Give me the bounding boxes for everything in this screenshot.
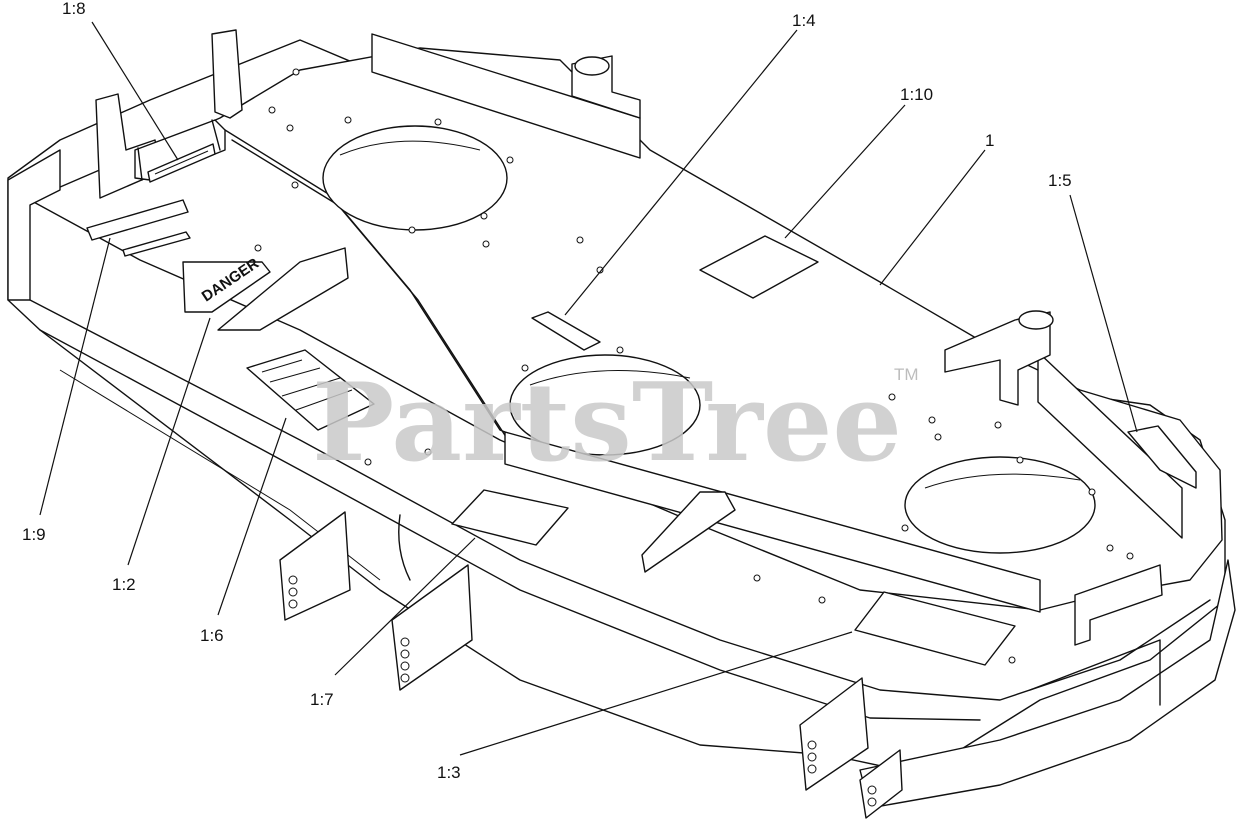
decal-1-7 [451,489,569,546]
leader-1-3 [459,631,853,756]
leader-1-4 [564,29,798,316]
decal-1-4 [531,311,601,351]
leader-1-9 [39,237,111,516]
leader-1-5 [1069,194,1138,433]
callout-1-3: 1:3 [437,763,461,782]
callout-1-9: 1:9 [22,525,46,544]
callout-1: 1 [985,131,994,150]
leader-1-7 [334,537,476,676]
callout-1-6: 1:6 [200,626,224,645]
callout-1-8: 1:8 [62,0,86,18]
callout-1-4: 1:4 [792,11,816,30]
callout-1-5: 1:5 [1048,171,1072,190]
decal-1-2-danger [182,261,271,313]
decal-1-9 [86,199,189,241]
callout-1-2: 1:2 [112,575,136,594]
leader-1-2 [127,317,211,566]
watermark-trademark: TM [894,365,919,384]
watermark-brand: PartsTree [312,360,902,486]
decal-1-5 [1127,425,1197,489]
decals: DANGER [86,143,1197,666]
decal-1-10 [699,235,819,299]
callout-leaders [39,21,1138,756]
leader-1-10 [784,104,906,239]
leader-1-8 [91,21,179,161]
callout-1-10: 1:10 [900,85,933,104]
deck-holes [254,68,1134,664]
partstree-watermark: PartsTree TM [312,360,919,486]
leader-1 [879,149,986,286]
callout-1-7: 1:7 [310,690,334,709]
mower-deck [7,29,1236,819]
leader-1-6 [217,417,287,616]
decal-1-3 [854,591,1016,666]
hitch-holes [288,575,877,807]
callout-labels: 1:8 1:4 1:10 1 1:5 1:9 1:2 1:6 1:7 1:3 [22,0,1072,782]
decal-1-6-warning [246,349,375,431]
